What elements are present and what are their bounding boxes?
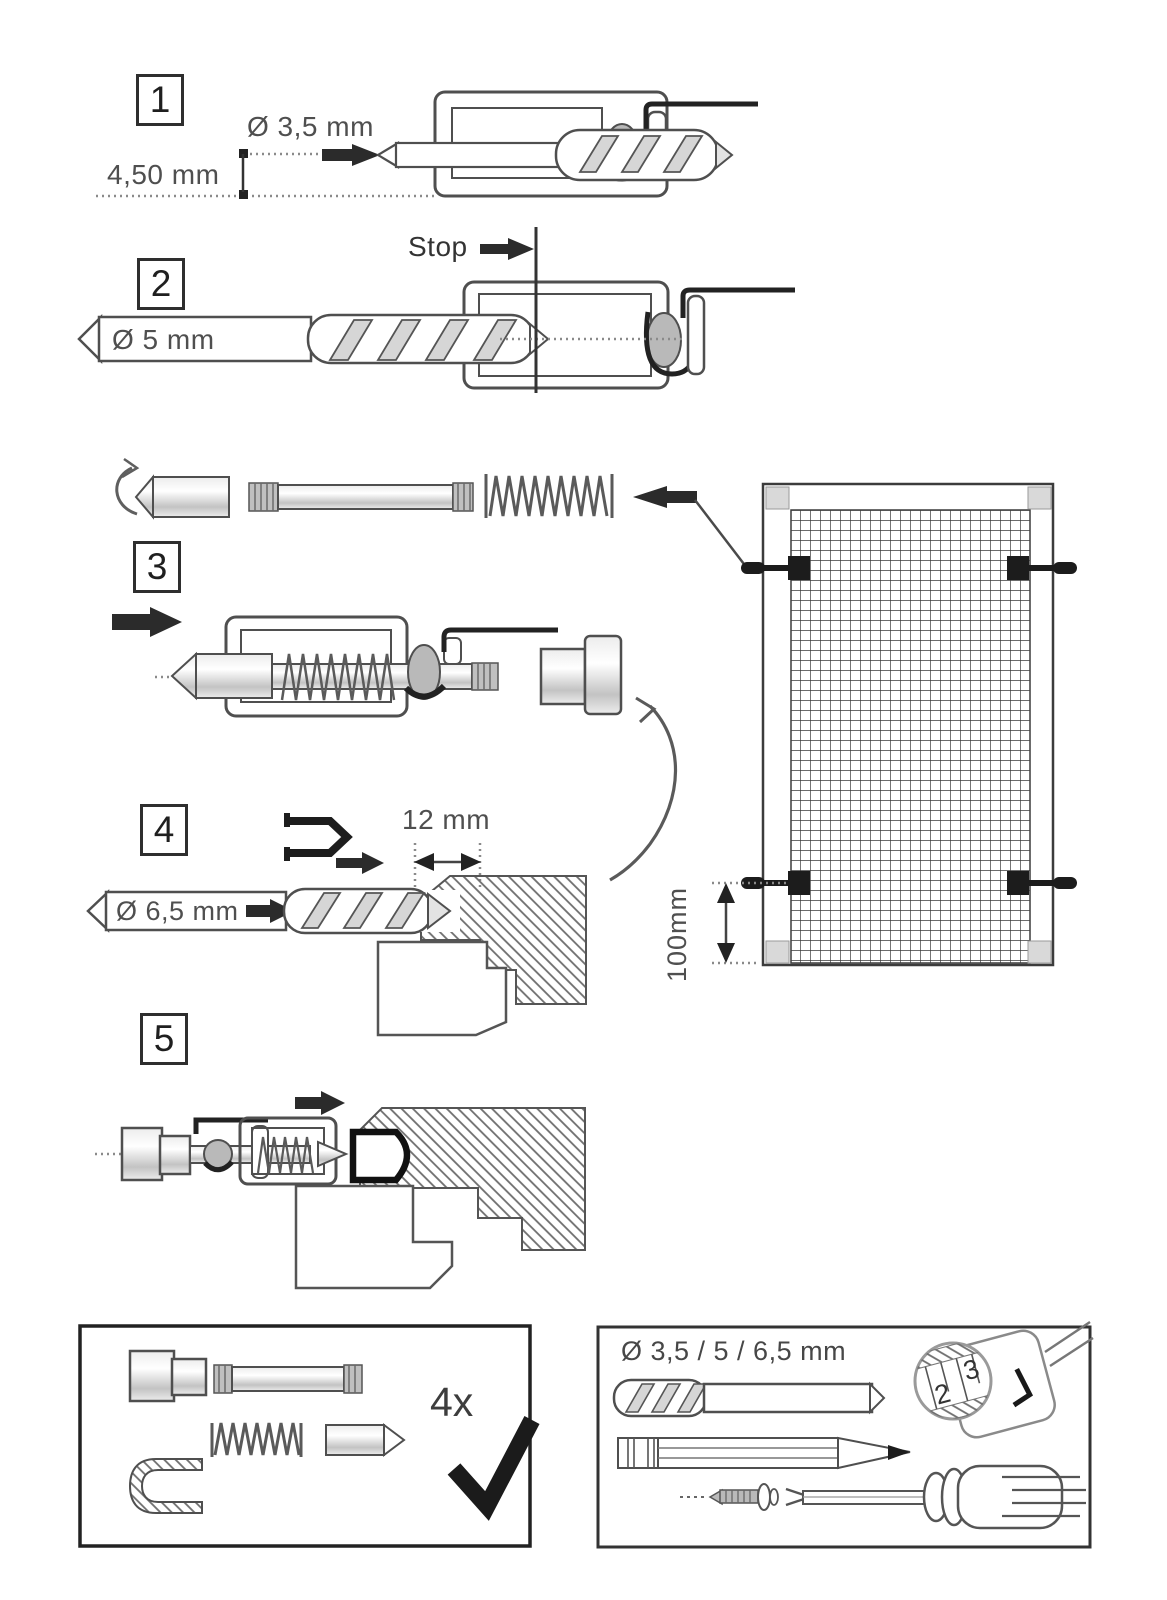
mesh	[790, 509, 1031, 964]
drill-bit-6-5mm	[86, 887, 452, 935]
tape-number-3: 3	[960, 1353, 982, 1386]
step-4-illustration	[86, 813, 587, 1037]
frame-dimension-label: 100mm	[662, 886, 692, 982]
corner-connector	[765, 940, 790, 964]
screwdriver-icon	[785, 1464, 1086, 1530]
dimension-100mm	[712, 881, 788, 965]
step-3-assembled	[112, 607, 678, 882]
frame-edge-line	[643, 101, 758, 140]
drill-bit-5mm	[77, 313, 550, 365]
frame-profile-outline	[294, 1184, 454, 1290]
checkmark-icon	[447, 1416, 540, 1521]
dimension-mark	[239, 190, 248, 199]
corner-connector	[1027, 486, 1052, 510]
screw-icon	[680, 1483, 779, 1511]
spring	[256, 1136, 315, 1174]
step-2-diameter-label: Ø 5 mm	[112, 324, 215, 355]
leader-line	[694, 499, 748, 569]
step-2-illustration	[77, 227, 795, 393]
step-5-number: 5	[140, 1013, 188, 1065]
drill-bit-icon	[612, 1378, 886, 1418]
step-3-number: 3	[133, 541, 181, 593]
step-3-exploded-parts	[115, 457, 748, 569]
frame-cross-section-hatched	[359, 1107, 586, 1251]
step-1-diameter-label: Ø 3,5 mm	[247, 111, 374, 142]
assembled-pin-unit	[120, 1116, 349, 1186]
screen-frame	[712, 482, 1077, 967]
spring	[484, 474, 614, 518]
spring	[280, 653, 396, 701]
pencil-icon	[617, 1436, 911, 1470]
pencil-lead	[888, 1445, 910, 1460]
step-1-number: 1	[136, 74, 184, 126]
pin-tip	[170, 651, 197, 701]
insert-arrow	[633, 486, 697, 508]
pin-tip	[317, 1140, 349, 1168]
spring	[210, 1422, 303, 1457]
pin-thread	[471, 662, 499, 691]
corner-connector	[1027, 940, 1052, 964]
step-4-diameter-label: Ø 6,5 mm	[116, 896, 239, 926]
kit-contents-box	[78, 1324, 540, 1548]
tension-pins	[741, 556, 1077, 895]
step-4-number: 4	[140, 804, 188, 856]
insert-arrow	[112, 607, 182, 637]
drill-bit-3-5mm	[322, 128, 734, 182]
step-1-depth-label: 4,50 mm	[107, 159, 220, 190]
step-5-illustration	[95, 1091, 586, 1290]
step-4-width-label: 12 mm	[402, 804, 491, 835]
frame-edge-line	[441, 627, 558, 652]
pin-body	[195, 653, 273, 699]
tools-drill-sizes-label: Ø 3,5 / 5 / 6,5 mm	[621, 1336, 847, 1366]
tools-box: 2 3	[596, 1320, 1094, 1549]
stop-arrow	[480, 238, 534, 260]
step-2-number: 2	[137, 258, 185, 310]
end-cap	[539, 634, 623, 716]
frame-edge-line	[680, 287, 795, 318]
frame-cross-section-hatched	[420, 875, 587, 1005]
rotate-arrow-icon	[115, 466, 138, 516]
clip-part	[128, 1458, 203, 1514]
threaded-pin	[213, 1364, 363, 1394]
end-cap	[120, 1126, 164, 1182]
direction-arrow	[322, 144, 380, 166]
end-cap	[128, 1349, 208, 1403]
direction-arrow	[246, 899, 294, 923]
tape-measure-icon: 2 3	[906, 1320, 1094, 1439]
hinge-leaf	[443, 637, 462, 665]
end-cap	[134, 474, 230, 520]
frame-profile-outline	[376, 940, 508, 1037]
dimension-mark	[239, 149, 248, 158]
kit-quantity-label: 4x	[430, 1379, 474, 1425]
insert-arrow	[295, 1091, 345, 1115]
step-2-stop-label: Stop	[408, 231, 468, 262]
dimension-12mm	[413, 843, 482, 890]
corner-connector	[765, 486, 790, 510]
socket-sleeve	[349, 1128, 411, 1184]
hinge-leaf	[686, 294, 706, 376]
socket-sleeve-part	[325, 1423, 406, 1457]
rotate-arrow-icon	[609, 704, 678, 882]
step-1-illustration	[96, 90, 758, 199]
threaded-pin	[248, 482, 474, 512]
tape-number-2: 2	[931, 1378, 953, 1411]
clip-symbol	[284, 813, 384, 874]
